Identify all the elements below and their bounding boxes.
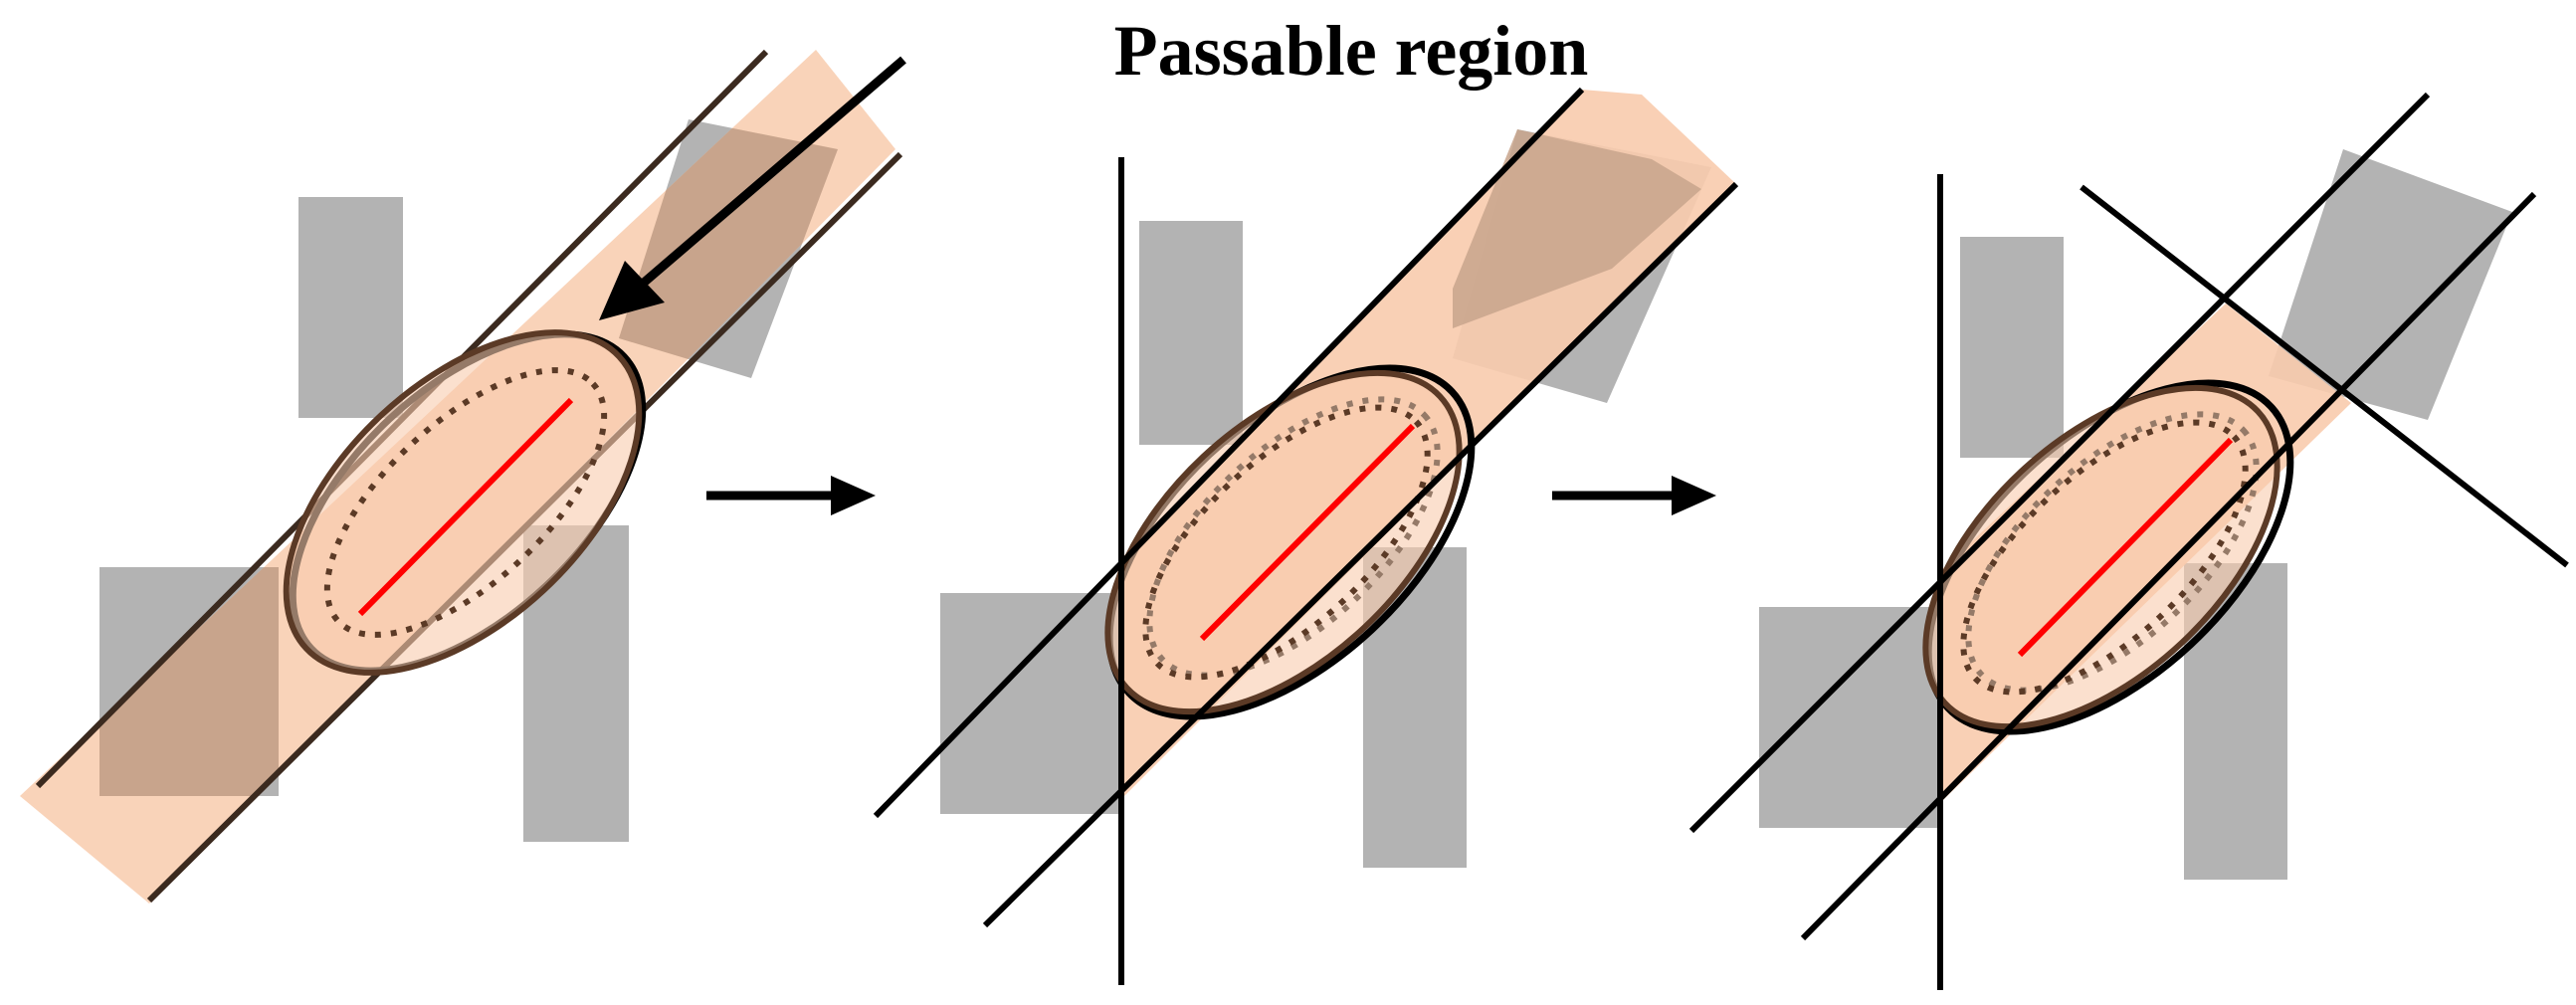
obstacle-block — [1759, 607, 1938, 828]
robot-path-segment — [1199, 423, 1416, 642]
obstacle-overlap — [619, 119, 838, 378]
arrow-icon — [599, 56, 906, 320]
robot-inner-ellipse — [1104, 369, 1463, 715]
obstacle-overlap — [1453, 129, 1701, 328]
diagram-title: Passable region — [1114, 11, 1589, 91]
obstacle-block — [2269, 149, 2512, 420]
constraint-line — [982, 181, 1739, 928]
arrow-icon — [706, 476, 876, 515]
panel-2 — [873, 87, 1739, 985]
obstacle-block — [940, 593, 1119, 814]
robot-dotted-ellipse — [323, 367, 608, 638]
robot-path-segment — [2017, 437, 2234, 658]
panel-1 — [20, 49, 906, 904]
obstacle-block — [1960, 237, 2064, 458]
obstacle-block — [298, 197, 403, 418]
arrow-icon — [1552, 476, 1716, 515]
obstacle-block — [1139, 221, 1243, 445]
constraint-line — [873, 87, 1585, 819]
robot-inner-ellipse — [1922, 384, 2280, 730]
constraint-line — [1688, 92, 2431, 834]
robot-path-segment — [357, 397, 574, 617]
panel-3 — [1688, 92, 2569, 990]
constraint-line — [2080, 184, 2569, 568]
constraint-line — [1800, 191, 2537, 941]
